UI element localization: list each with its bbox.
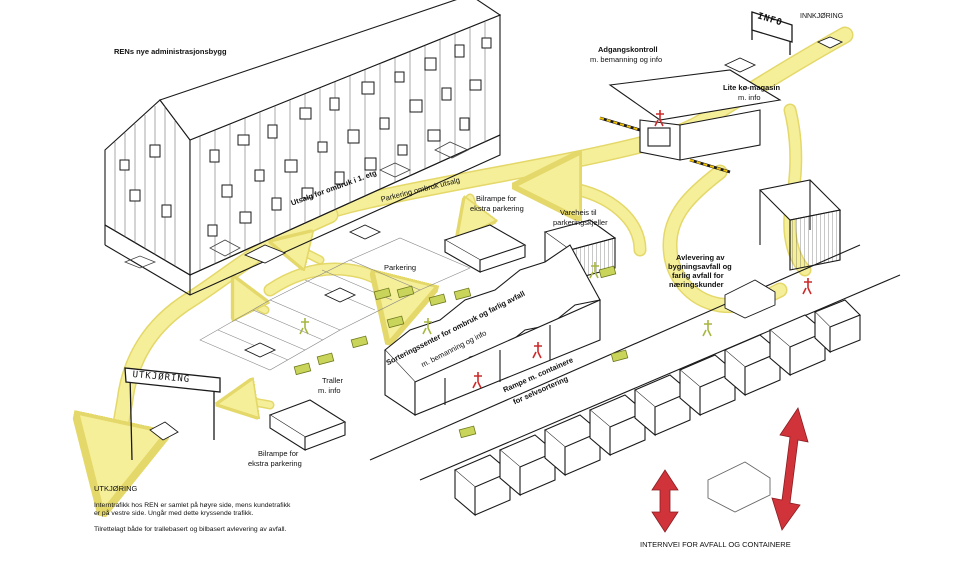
exit-label: UTKJØRING xyxy=(94,484,138,493)
small-store-sublabel: m. info xyxy=(738,93,761,102)
persons xyxy=(299,110,812,389)
trailer-sublabel: m. info xyxy=(318,386,341,395)
vehicles xyxy=(149,36,844,513)
arrow-left-double xyxy=(651,469,679,533)
goods-lift-label: Vareheis til xyxy=(560,208,597,217)
admin-building-label: RENs nye administrasjonsbygg xyxy=(114,47,227,56)
car-ramp-bottom-label: Bilrampe for xyxy=(258,449,299,458)
truck xyxy=(724,279,776,319)
entry-label: INNKJØRING xyxy=(800,13,844,20)
car-ramp-top xyxy=(443,224,527,273)
notes-block: Interntrafikk hos REN er samlet på høyre… xyxy=(94,502,294,541)
queue-storage xyxy=(758,179,842,271)
trailer-label: Traller xyxy=(322,376,343,385)
parking-label: Parkering xyxy=(384,263,417,272)
note-delivery: Tilrettelagt både for trallebasert og bi… xyxy=(94,525,287,533)
delivery-label-3: farlig avfall for xyxy=(672,271,724,280)
info-gate xyxy=(751,11,793,55)
internal-truck xyxy=(707,461,771,513)
admin-building xyxy=(104,0,502,296)
car-ramp-top-sublabel: ekstra parkering xyxy=(470,204,524,213)
delivery-label-2: bygningsavfall og xyxy=(668,262,732,271)
trailers xyxy=(293,265,629,439)
internal-road-label: INTERNVEI FOR AVFALL OG CONTAINERE xyxy=(640,540,791,549)
delivery-label-1: Avlevering av xyxy=(676,253,725,262)
sorting-center xyxy=(384,244,601,417)
access-control-label: Adgangskontroll xyxy=(598,45,658,54)
access-control-sublabel: m. bemanning og info xyxy=(590,55,663,64)
arrow-right-double xyxy=(771,407,809,531)
container-ramp xyxy=(369,244,901,517)
access-control-building xyxy=(599,69,782,174)
internal-road-arrows xyxy=(651,407,809,533)
car-ramp-top-label: Bilrampe for xyxy=(476,194,517,203)
small-store-label: Lite kø-magasin xyxy=(723,83,781,92)
delivery-label-4: næringskunder xyxy=(669,280,724,289)
exit-gate xyxy=(124,367,221,461)
goods-lift-sublabel: parkeringskjeller xyxy=(553,218,608,227)
note-traffic: Interntrafikk hos REN er samlet på høyre… xyxy=(94,502,291,518)
car-ramp-bottom xyxy=(268,399,347,451)
car-ramp-bottom-sublabel: ekstra parkering xyxy=(248,459,302,468)
